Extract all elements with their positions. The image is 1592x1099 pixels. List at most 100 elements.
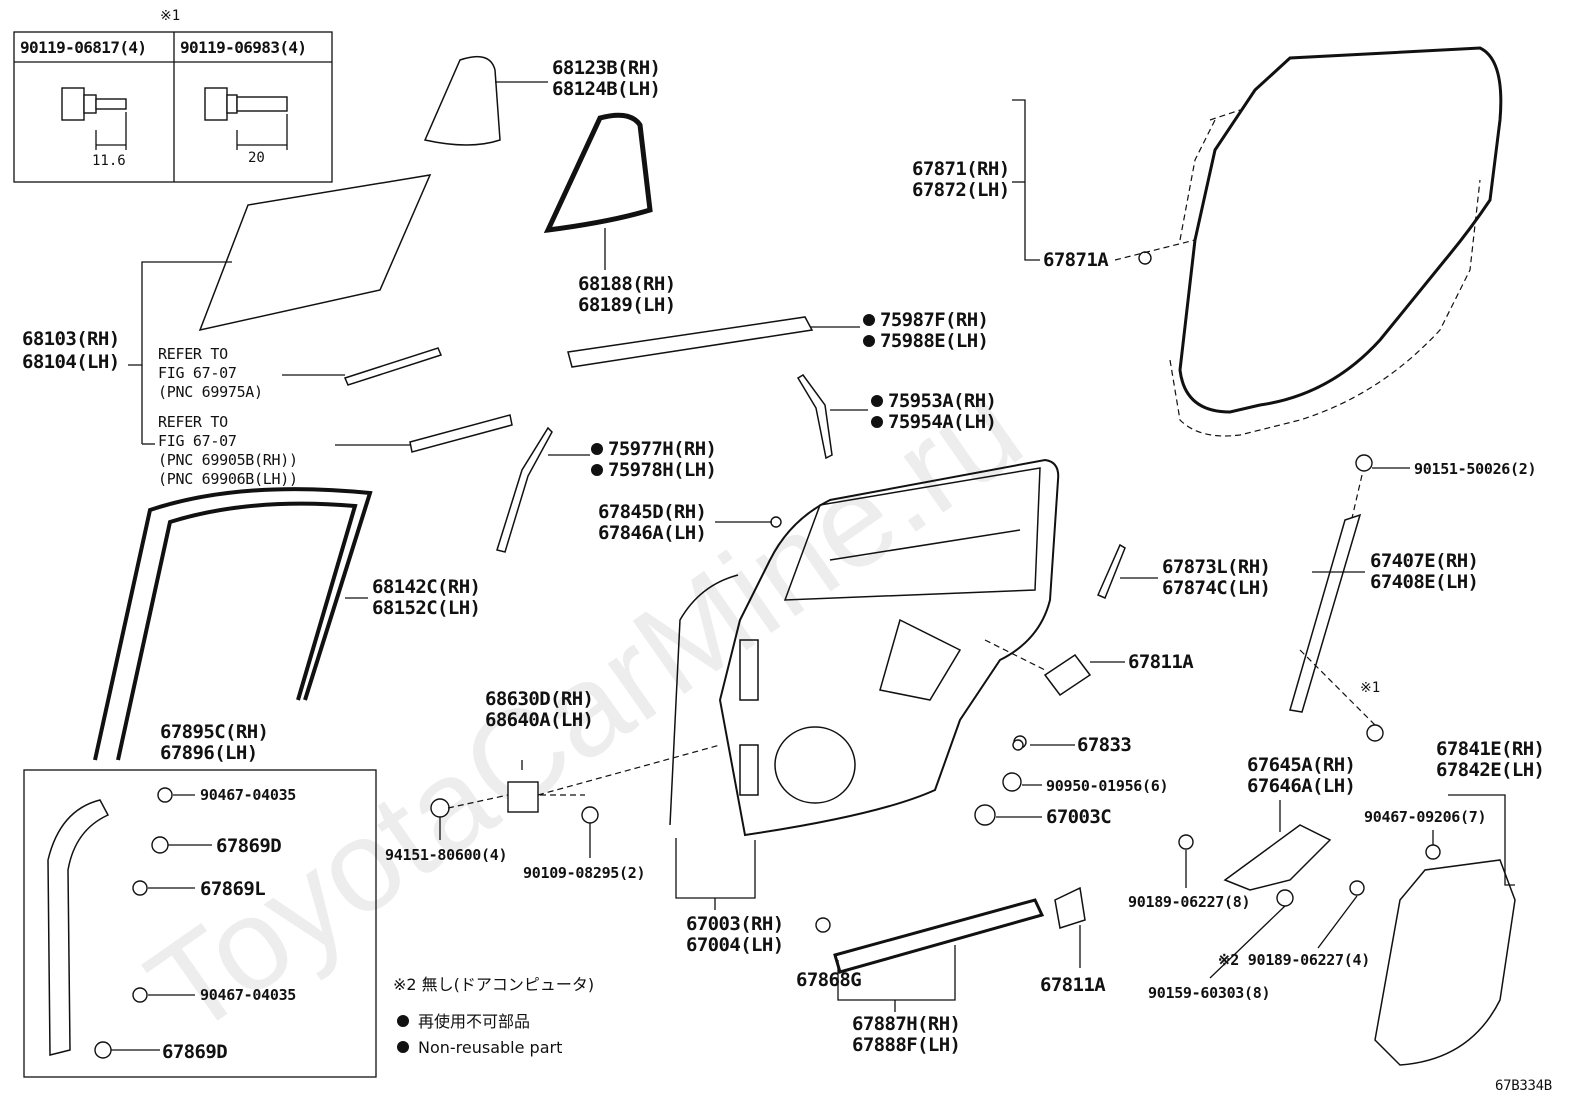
inner-weatherstrip-box bbox=[23, 769, 377, 1078]
nonreusable-dot bbox=[591, 464, 603, 476]
ref2-line4: (PNC 69906B(LH)) bbox=[158, 470, 298, 488]
nonreusable-dot bbox=[863, 314, 875, 326]
label-68630d: 68630D(RH) bbox=[485, 688, 593, 710]
door-weatherstrip bbox=[1178, 46, 1503, 414]
door-bracket bbox=[1223, 824, 1332, 891]
label-67842e: 67842E(LH) bbox=[1436, 759, 1544, 781]
ref2-line2: FIG 67-07 bbox=[158, 432, 237, 450]
label-67872: 67872(LH) bbox=[912, 179, 1010, 201]
clip-icon bbox=[1178, 834, 1194, 850]
nonreusable-dot bbox=[397, 1041, 409, 1053]
ref2-line3: (PNC 69905B(RH)) bbox=[158, 451, 298, 469]
label-90109: 90109-08295(2) bbox=[523, 864, 645, 882]
screw-icon bbox=[1276, 889, 1294, 907]
rear-lower-sash bbox=[1289, 513, 1362, 713]
label-67811a-upper: 67811A bbox=[1128, 651, 1194, 673]
label-67896: 67896(LH) bbox=[160, 742, 258, 764]
frame-garnish-rear bbox=[796, 374, 833, 460]
label-75988e: 75988E(LH) bbox=[880, 330, 988, 352]
frame-garnish-front bbox=[496, 426, 553, 553]
nonreusable-dot bbox=[591, 443, 603, 455]
nonreusable-dot bbox=[871, 416, 883, 428]
label-67869d-a: 67869D bbox=[216, 835, 281, 857]
label-67645a: 67645A(RH) bbox=[1247, 754, 1355, 776]
label-67841e: 67841E(RH) bbox=[1436, 738, 1544, 760]
service-hole-cover bbox=[1374, 859, 1516, 1066]
label-67869d-b: 67869D bbox=[162, 1041, 227, 1063]
nonreusable-dot bbox=[863, 335, 875, 347]
label-90189-a: 90189-06227(8) bbox=[1128, 893, 1250, 911]
label-67871a: 67871A bbox=[1043, 249, 1109, 271]
door-trim-piece bbox=[1097, 543, 1126, 599]
label-67845d: 67845D(RH) bbox=[598, 501, 706, 523]
label-90189-b: ※2 90189-06227(4) bbox=[1218, 951, 1370, 969]
bolt-icon bbox=[581, 806, 599, 824]
nut-icon bbox=[430, 798, 450, 818]
legend-jp: 再使用不可部品 bbox=[418, 1012, 530, 1031]
label-75987f: 75987F(RH) bbox=[880, 309, 988, 331]
door-check bbox=[507, 781, 539, 813]
label-90467-c: 90467-09206(7) bbox=[1364, 808, 1486, 826]
quarter-glass bbox=[423, 55, 501, 146]
label-90159: 90159-60303(8) bbox=[1148, 984, 1270, 1002]
label-75954a: 75954A(LH) bbox=[888, 411, 996, 433]
clip-icon bbox=[151, 836, 169, 854]
ref1-line2: FIG 67-07 bbox=[158, 364, 237, 382]
ref1-line3: (PNC 69975A) bbox=[158, 383, 263, 401]
label-68123b: 68123B(RH) bbox=[552, 57, 660, 79]
label-67408e: 67408E(LH) bbox=[1370, 571, 1478, 593]
frame-moulding-upper bbox=[567, 316, 814, 368]
label-68103: 68103(RH) bbox=[22, 328, 120, 350]
clip-icon bbox=[157, 787, 173, 803]
belt-moulding-outer bbox=[409, 414, 513, 453]
bolt-icon bbox=[1366, 724, 1384, 742]
door-weatherstrip-secondary bbox=[1169, 109, 1481, 437]
clip-icon bbox=[1138, 251, 1152, 265]
quarter-glass-seal bbox=[543, 112, 653, 234]
rocker-moulding bbox=[833, 898, 1045, 974]
ref2-line1: REFER TO bbox=[158, 413, 228, 431]
clip-icon bbox=[1425, 844, 1441, 860]
glass-run-channel bbox=[93, 487, 373, 761]
label-67004: 67004(LH) bbox=[686, 934, 784, 956]
label-67868g: 67868G bbox=[796, 969, 861, 991]
label-67888f: 67888F(LH) bbox=[852, 1034, 960, 1056]
table-dim-1: 11.6 bbox=[92, 153, 126, 169]
nut-icon bbox=[1002, 772, 1022, 792]
label-90467-a: 90467-04035 bbox=[200, 786, 296, 804]
clip-icon bbox=[132, 880, 148, 896]
label-67846a: 67846A(LH) bbox=[598, 522, 706, 544]
clip-icon bbox=[94, 1041, 112, 1059]
silencer-pad-lower bbox=[1054, 886, 1086, 929]
label-94151: 94151-80600(4) bbox=[385, 846, 507, 864]
silencer-pad-upper bbox=[1043, 653, 1092, 697]
clip-icon bbox=[1012, 739, 1024, 751]
label-67407e: 67407E(RH) bbox=[1370, 550, 1478, 572]
clip-icon bbox=[770, 516, 782, 528]
label-68188: 68188(RH) bbox=[578, 273, 676, 295]
label-67895c: 67895C(RH) bbox=[160, 721, 268, 743]
legend: ※2 無し(ドアコンピュータ) 再使用不可部品 Non-reusable par… bbox=[393, 975, 594, 1057]
nonreusable-dot bbox=[397, 1015, 409, 1027]
label-67003c: 67003C bbox=[1046, 806, 1111, 828]
bolt-icon bbox=[204, 87, 288, 150]
table-part-1: 90119-06817(4) bbox=[20, 38, 146, 57]
belt-moulding-inner bbox=[343, 347, 443, 386]
screw-icon bbox=[1355, 454, 1373, 472]
clip-icon bbox=[132, 987, 148, 1003]
ref1-line1: REFER TO bbox=[158, 345, 228, 363]
table-part-2: 90119-06983(4) bbox=[180, 38, 306, 57]
note-2: ※2 無し(ドアコンピュータ) bbox=[393, 975, 594, 994]
label-75977h: 75977H(RH) bbox=[608, 438, 716, 460]
label-68142c: 68142C(RH) bbox=[372, 576, 480, 598]
clip-icon bbox=[1349, 880, 1365, 896]
label-67003: 67003(RH) bbox=[686, 913, 784, 935]
label-67871: 67871(RH) bbox=[912, 158, 1010, 180]
label-68152c: 68152C(LH) bbox=[372, 597, 480, 619]
label-90467-b: 90467-04035 bbox=[200, 986, 296, 1004]
label-67887h: 67887H(RH) bbox=[852, 1013, 960, 1035]
clip-icon bbox=[815, 917, 831, 933]
part-labels: 68123B(RH) 68124B(LH) 68188(RH) 68189(LH… bbox=[22, 57, 1545, 1063]
inner-weatherstrip bbox=[47, 799, 110, 1056]
